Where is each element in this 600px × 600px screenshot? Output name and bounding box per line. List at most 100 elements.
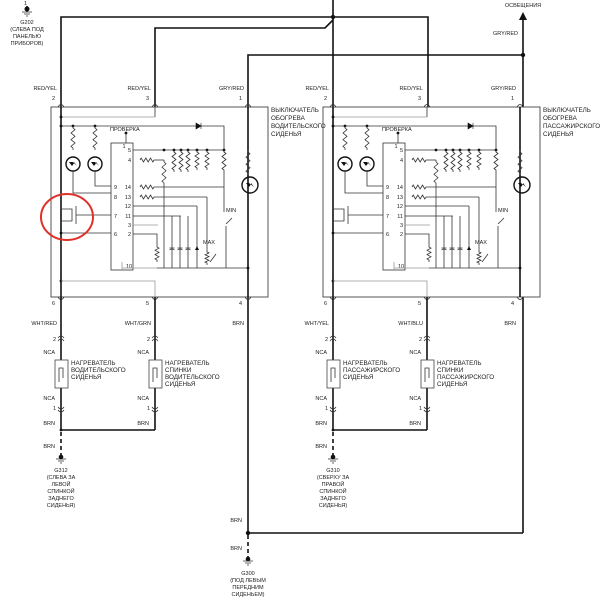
connector-label: NCA bbox=[315, 350, 327, 356]
junction-dot bbox=[396, 131, 400, 135]
ground-id: G312 bbox=[54, 468, 67, 474]
chip-pin: 11 bbox=[125, 214, 131, 220]
connector-label: NCA bbox=[409, 396, 421, 402]
switch-min-icon bbox=[225, 217, 233, 225]
pin-number: 1 bbox=[147, 406, 150, 412]
arrow-up-icon bbox=[519, 12, 527, 20]
resistor-icon bbox=[476, 250, 482, 265]
connector-icon bbox=[244, 104, 252, 108]
wire-color-label: BRN bbox=[43, 421, 55, 427]
connector-icon bbox=[151, 406, 159, 413]
junction-dot bbox=[331, 115, 335, 119]
pin-number: 1 bbox=[325, 406, 328, 412]
heater-label: СИДЕНЬЯ bbox=[343, 374, 374, 381]
heater-label: НАГРЕВАТЕЛЬ bbox=[165, 360, 210, 367]
pin-number: 4 bbox=[239, 301, 242, 307]
pin-number: 1 bbox=[511, 96, 514, 102]
pin-number: 1 bbox=[419, 406, 422, 412]
connector-icon bbox=[329, 406, 337, 413]
chip-pin: 14 bbox=[397, 185, 403, 191]
resistor-icon bbox=[443, 150, 449, 172]
chip-pin: 5 bbox=[400, 148, 403, 154]
switch-title: ВОДИТЕЛЬСКОГО bbox=[271, 123, 326, 130]
transistor-icon bbox=[61, 208, 73, 222]
connector-icon bbox=[423, 406, 431, 413]
check-label: ПРОВЕРКА bbox=[110, 127, 140, 133]
resistor-icon bbox=[466, 150, 472, 170]
heater-label: НАГРЕВАТЕЛЬ bbox=[343, 360, 388, 367]
capacitor-icon bbox=[177, 247, 183, 251]
ground-pin: 1 bbox=[24, 1, 27, 7]
wire-color-label: RED/YEL bbox=[33, 86, 57, 92]
wire bbox=[94, 171, 111, 187]
ground-icon bbox=[330, 454, 336, 460]
switch-title: ОБОГРЕВА bbox=[543, 115, 578, 122]
resistor-icon bbox=[161, 160, 167, 185]
ground-g300: BRN BRN G300 (ПОД ЛЕВЫМ ПЕРЕДНИМ СИДЕНЬЕ… bbox=[230, 297, 524, 598]
min-label: MIN bbox=[226, 208, 236, 214]
connector-icon bbox=[57, 335, 65, 342]
ground-location: (СВЕРХУ ЗА bbox=[317, 475, 350, 481]
heater-label: СИДЕНЬЯ bbox=[165, 381, 196, 388]
wire-color-label: BRN bbox=[232, 321, 244, 327]
heater-icon bbox=[152, 367, 158, 382]
capacitor-icon bbox=[449, 247, 455, 251]
chip-pin: 11 bbox=[397, 214, 403, 220]
chip-pin: 7 bbox=[386, 214, 389, 220]
pin-number: 6 bbox=[324, 301, 327, 307]
pin-number: 2 bbox=[147, 337, 150, 343]
heater-element bbox=[148, 359, 163, 389]
resistor-icon bbox=[450, 150, 456, 172]
heater-element bbox=[54, 359, 69, 389]
pin-number: 6 bbox=[52, 301, 55, 307]
pin-number: 2 bbox=[325, 337, 328, 343]
chip-pin: 9 bbox=[114, 185, 117, 191]
chip-pin: 12 bbox=[125, 204, 131, 210]
ground-location: ПРИБОРОВ) bbox=[11, 41, 44, 47]
switch-title: СИДЕНЬЯ bbox=[271, 131, 302, 138]
resistor-icon bbox=[70, 126, 76, 150]
ground-id: G202 bbox=[20, 20, 33, 26]
wire-color-label: BRN bbox=[504, 321, 516, 327]
wire bbox=[121, 262, 157, 270]
ground-icon bbox=[243, 560, 253, 566]
connector-label: NCA bbox=[409, 350, 421, 356]
resistor-icon bbox=[178, 150, 184, 172]
ground-icon bbox=[58, 454, 64, 460]
ground-id: G300 bbox=[241, 571, 254, 577]
switch-title: ВЫКЛЮЧАТЕЛЬ bbox=[271, 107, 319, 114]
chip-pin: 1 bbox=[122, 144, 125, 150]
led-icon bbox=[241, 176, 259, 194]
capacitor-icon bbox=[185, 247, 191, 251]
junction-dot bbox=[331, 231, 335, 235]
capacitor-icon bbox=[457, 247, 463, 251]
heater-icon bbox=[330, 367, 336, 382]
wire bbox=[366, 171, 383, 187]
chip-pin: 10 bbox=[126, 264, 132, 270]
heater-label: СИДЕНЬЯ bbox=[437, 381, 468, 388]
heater-label: ПАССАЖИРСКОГО bbox=[437, 374, 494, 381]
chip-pin: 12 bbox=[397, 204, 403, 210]
wire-color-label: BRN bbox=[137, 421, 149, 427]
switch-title: ВЫКЛЮЧАТЕЛЬ bbox=[543, 107, 591, 114]
pin-number: 4 bbox=[511, 301, 514, 307]
switch-housing bbox=[322, 106, 541, 298]
connector-icon bbox=[423, 335, 431, 342]
chip-pin: 4 bbox=[400, 158, 403, 164]
heater-icon bbox=[424, 367, 430, 382]
capacitor-icon bbox=[441, 247, 447, 251]
connector-icon bbox=[151, 104, 159, 108]
wire-color-label: BRN bbox=[230, 518, 242, 524]
connector-label: NCA bbox=[137, 350, 149, 356]
resistor-icon bbox=[154, 245, 160, 262]
heater-label: СПИНКИ bbox=[437, 367, 464, 374]
ground-location: (ПОД ЛЕВЫМ bbox=[230, 578, 266, 584]
resistor-icon bbox=[476, 150, 482, 170]
switch-title: СИДЕНЬЯ bbox=[543, 131, 574, 138]
resistor-icon bbox=[139, 194, 155, 200]
pin-number: 1 bbox=[53, 406, 56, 412]
zener-diode-icon bbox=[467, 246, 471, 250]
ground-location: СИДЕНЬЯ) bbox=[47, 503, 76, 509]
pin-number: 2 bbox=[324, 96, 327, 102]
ground-g202: 1 G202 (СЛЕВА ПОД ПАНЕЛЬЮ ПРИБОРОВ) bbox=[10, 1, 44, 47]
